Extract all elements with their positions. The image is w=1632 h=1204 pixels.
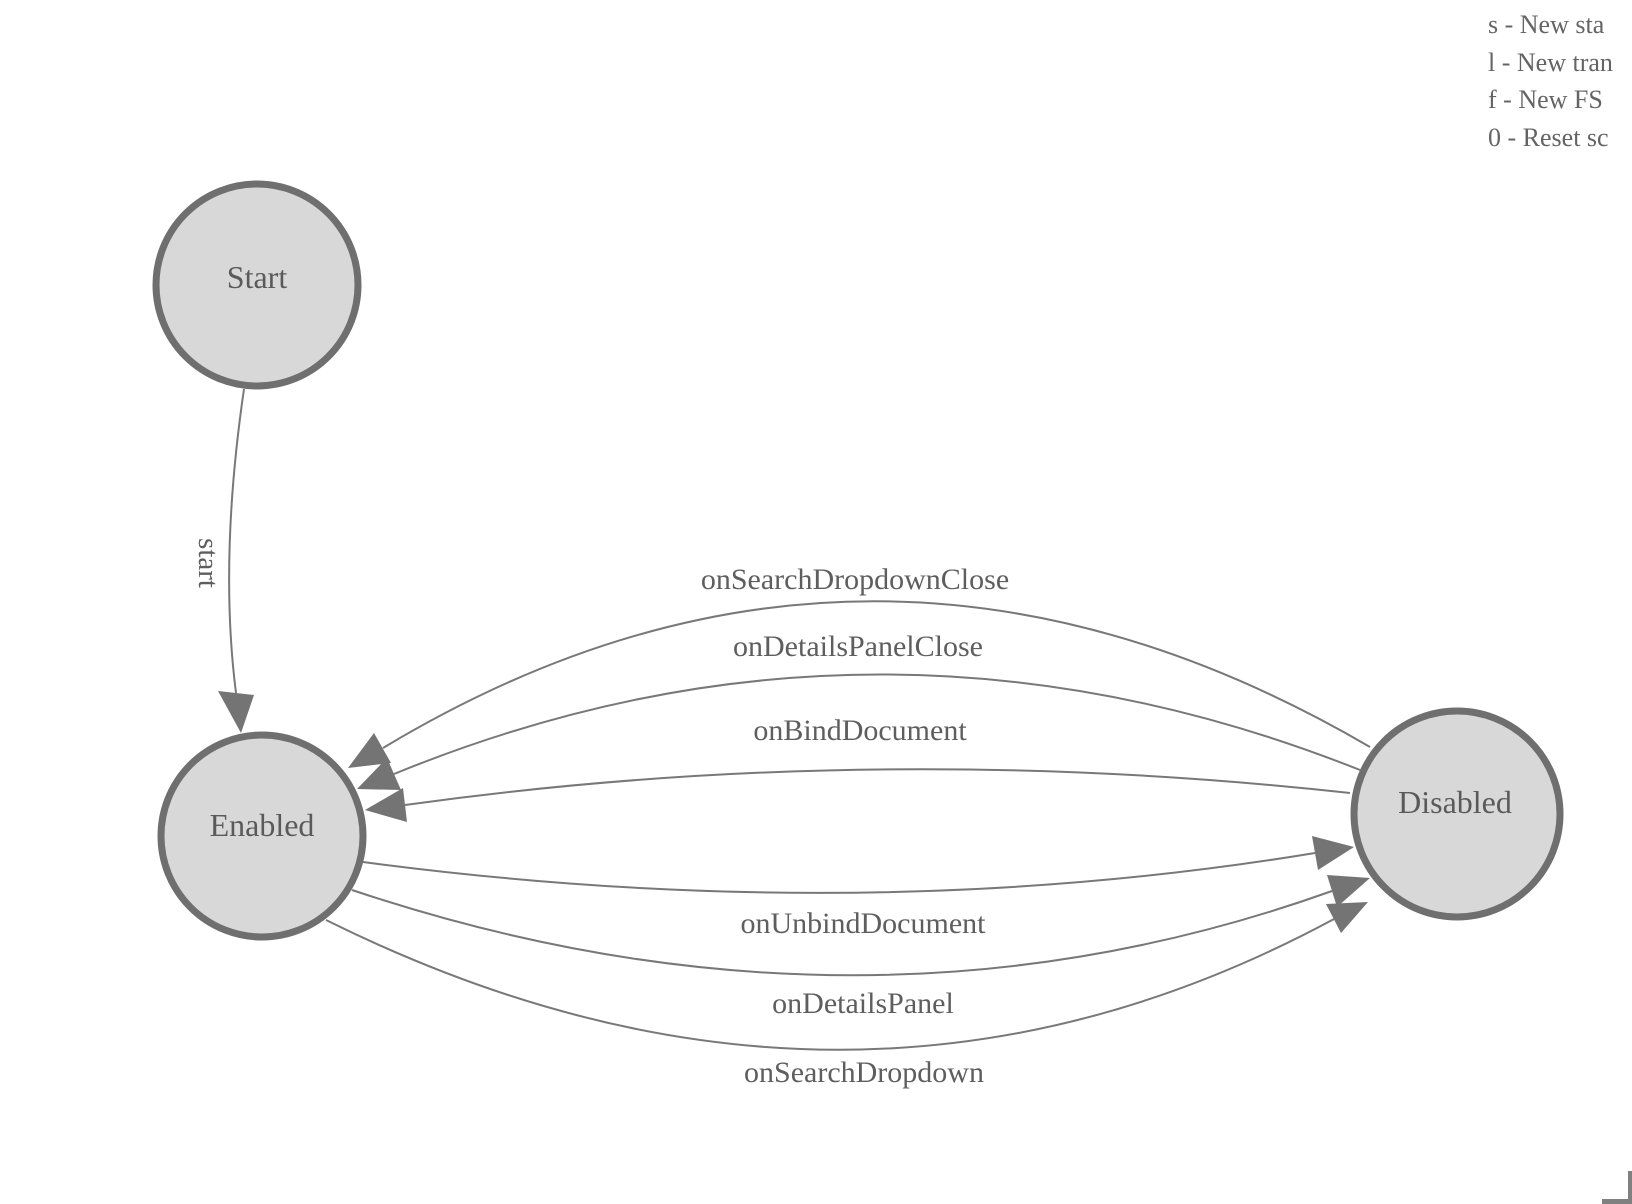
transition-label-onSearchDropdown[interactable]: onSearchDropdown [744, 1056, 984, 1089]
transition-curve-onSearchDropdown[interactable] [325, 918, 1335, 1051]
transition-label-start[interactable]: start [192, 538, 224, 588]
clipped-ui-corner-vertical-bar [1628, 1171, 1632, 1204]
arrowhead-icon [1327, 875, 1370, 907]
transition-onSearchDropdownClose: onSearchDropdownClose [348, 563, 1371, 768]
arrowhead-icon [365, 788, 407, 822]
transition-curve-onSearchDropdownClose[interactable] [382, 600, 1371, 749]
arrowhead-icon [348, 733, 391, 768]
state-label-enabled: Enabled [210, 807, 315, 843]
clipped-ui-corner [1602, 1171, 1632, 1204]
transition-curve-start[interactable] [228, 388, 245, 694]
transition-curve-onBindDocument[interactable] [404, 768, 1351, 806]
state-circle-start[interactable] [152, 180, 362, 390]
state-label-start: Start [227, 259, 288, 295]
state-node-start: Start [152, 180, 362, 390]
transition-onDetailsPanel: onDetailsPanel [351, 875, 1370, 1020]
legend-item-new-transition: l - New tran [1488, 47, 1613, 77]
arrowhead-icon [357, 758, 401, 790]
state-label-disabled: Disabled [1398, 784, 1512, 820]
transition-curve-onUnbindDocument[interactable] [362, 852, 1316, 894]
clipped-ui-corner-horizontal-bar [1602, 1199, 1632, 1204]
transition-label-onBindDocument[interactable]: onBindDocument [753, 714, 967, 747]
transition-onDetailsPanelClose: onDetailsPanelClose [357, 630, 1361, 790]
legend-item-reset: 0 - Reset sc [1488, 122, 1609, 152]
transition-label-onSearchDropdownClose[interactable]: onSearchDropdownClose [701, 563, 1009, 596]
transition-onUnbindDocument: onUnbindDocument [362, 836, 1354, 940]
transition-curve-onDetailsPanel[interactable] [351, 889, 1333, 977]
arrowhead-icon [1326, 902, 1368, 933]
state-node-disabled: Disabled [1350, 707, 1564, 921]
state-circle-enabled[interactable] [157, 731, 367, 941]
transition-onBindDocument: onBindDocument [365, 714, 1351, 822]
transition-label-onDetailsPanelClose[interactable]: onDetailsPanelClose [733, 630, 983, 663]
legend-item-new-state: s - New sta [1488, 10, 1605, 39]
transition-curve-onDetailsPanelClose[interactable] [393, 673, 1361, 775]
arrowhead-icon [1312, 836, 1354, 870]
transition-label-onUnbindDocument[interactable]: onUnbindDocument [741, 907, 987, 940]
transition-start: start [192, 388, 254, 733]
transition-onSearchDropdown: onSearchDropdown [325, 902, 1368, 1089]
arrowhead-icon [218, 691, 254, 733]
transition-label-onDetailsPanel[interactable]: onDetailsPanel [772, 987, 954, 1020]
legend-item-new-fsm: f - New FS [1488, 85, 1603, 114]
hotkey-legend: s - New sta l - New tran f - New FS 0 - … [1488, 6, 1613, 156]
state-circle-disabled[interactable] [1350, 707, 1564, 921]
state-node-enabled: Enabled [157, 731, 367, 941]
